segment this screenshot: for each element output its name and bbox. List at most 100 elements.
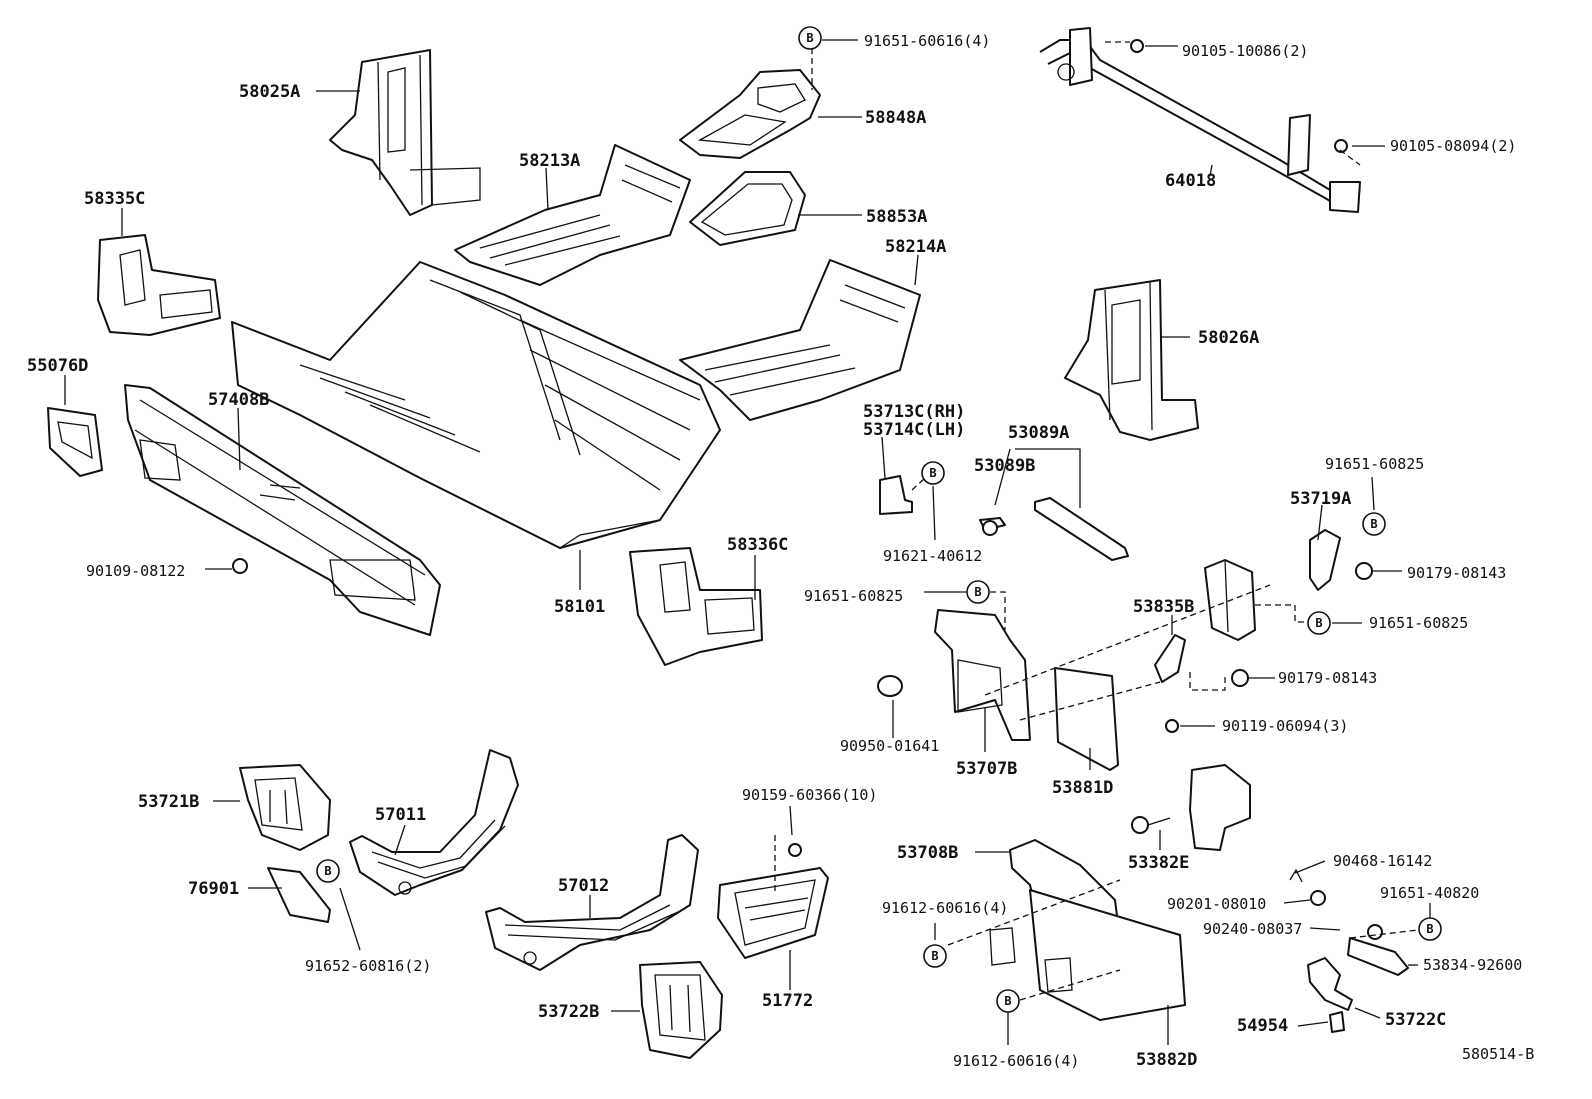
badge-b-91651-60616: B [798,26,822,50]
label-91621-40612: 91621-40612 [883,547,982,565]
label-58848A: 58848A [865,108,926,128]
diagram-code: 580514-B [1462,1045,1534,1063]
label-53722C: 53722C [1385,1010,1446,1030]
part-57408B-drawing [124,384,441,636]
label-58026A: 58026A [1198,328,1259,348]
label-90240-08037: 90240-08037 [1203,920,1302,938]
part-90950-01641-drawing [877,675,903,697]
part-58853A-drawing [689,171,806,246]
svg-text:B: B [806,31,813,45]
label-58214A: 58214A [885,237,946,257]
part-54954-drawing [1329,1011,1345,1033]
label-57011: 57011 [375,805,426,825]
badge-b-91651-60825-c: B [1307,611,1331,635]
label-91651-60825-b: 91651-60825 [804,587,903,605]
label-90950-01641: 90950-01641 [840,737,939,755]
label-90179-08143-b: 90179-08143 [1278,669,1377,687]
part-53382E-drawing [1131,764,1251,851]
svg-text:B: B [931,949,938,963]
label-90109-08122: 90109-08122 [86,562,185,580]
part-58025A-drawing [329,49,481,216]
part-51772-drawing [717,867,829,959]
label-53719A: 53719A [1290,489,1351,509]
label-53834-92600: 53834-92600 [1423,956,1522,974]
label-58853A: 58853A [866,207,927,227]
part-53721B-drawing [239,764,331,851]
label-58025A: 58025A [239,82,300,102]
part-58213A-drawing [454,144,691,286]
label-53382E: 53382E [1128,853,1189,873]
label-64018: 64018 [1165,171,1216,191]
label-53089A: 53089A [1008,423,1069,443]
label-58101: 58101 [554,597,605,617]
label-91651-40820: 91651-40820 [1380,884,1479,902]
svg-text:B: B [974,585,981,599]
part-53089A-drawing [1034,497,1129,561]
badge-b-91651-60825-b: B [966,580,990,604]
label-91652-60816: 91652-60816(2) [305,957,431,975]
label-90105-10086: 90105-10086(2) [1182,42,1308,60]
label-58213A: 58213A [519,151,580,171]
label-57012: 57012 [558,876,609,896]
part-53722B-drawing [639,961,723,1059]
label-51772: 51772 [762,991,813,1011]
badge-b-91651-40820: B [1418,917,1442,941]
label-76901: 76901 [188,879,239,899]
label-53707B: 53707B [956,759,1017,779]
label-90119-06094: 90119-06094(3) [1222,717,1348,735]
part-53089B-drawing [979,517,1006,536]
part-55076D-drawing [47,407,103,477]
part-58026A-drawing [1064,279,1199,441]
part-90201-08010-drawing [1310,890,1326,906]
part-53835B-drawing [1154,634,1186,683]
part-58848A-drawing [679,69,821,159]
label-90179-08143-a: 90179-08143 [1407,564,1506,582]
leader-lines [64,39,1431,1045]
part-90240-08037-drawing [1367,924,1383,940]
part-53713C-drawing [879,475,913,515]
label-53835B: 53835B [1133,597,1194,617]
label-53721B: 53721B [138,792,199,812]
part-53834-92600-drawing [1347,937,1409,976]
label-90159-60366: 90159-60366(10) [742,786,877,804]
part-90468-16142-drawing [1289,868,1303,883]
label-53708B: 53708B [897,843,958,863]
label-57408B: 57408B [208,390,269,410]
svg-text:B: B [1370,517,1377,531]
part-58214A-drawing [679,259,921,421]
part-58335C-drawing [97,234,221,336]
badge-b-91651-60825-a: B [1362,512,1386,536]
part-57011-drawing [349,749,519,896]
label-53881D: 53881D [1052,778,1113,798]
part-53881D-drawing [1054,667,1119,771]
label-53089B: 53089B [974,456,1035,476]
fastener-heads [232,39,1373,857]
part-53719A-drawing [1309,529,1341,591]
label-90201-08010: 90201-08010 [1167,895,1266,913]
svg-text:B: B [1315,616,1322,630]
label-90468-16142: 90468-16142 [1333,852,1432,870]
svg-text:B: B [1426,922,1433,936]
part-53707B-drawing [934,609,1031,741]
badge-b-91612-60616-b: B [996,989,1020,1013]
badge-b-91652-60816: B [316,859,340,883]
label-55076D: 55076D [27,356,88,376]
label-91651-60616: 91651-60616(4) [864,32,990,50]
part-53722C-drawing [1307,957,1353,1011]
label-53714C: 53714C(LH) [863,420,965,440]
part-53882D-drawing [989,889,1186,1021]
part-58101-drawing [231,261,721,549]
part-58336C-drawing [629,547,763,666]
badge-b-91612-60616-a: B [923,944,947,968]
svg-text:B: B [1004,994,1011,1008]
label-58335C: 58335C [84,189,145,209]
label-91612-60616-b: 91612-60616(4) [953,1052,1079,1070]
label-91612-60616-a: 91612-60616(4) [882,899,1008,917]
label-58336C: 58336C [727,535,788,555]
part-57012-drawing [485,834,699,971]
part-64018-drawing [1039,27,1361,213]
label-91651-60825-a: 91651-60825 [1325,455,1424,473]
svg-text:B: B [324,864,331,878]
label-91651-60825-c: 91651-60825 [1369,614,1468,632]
